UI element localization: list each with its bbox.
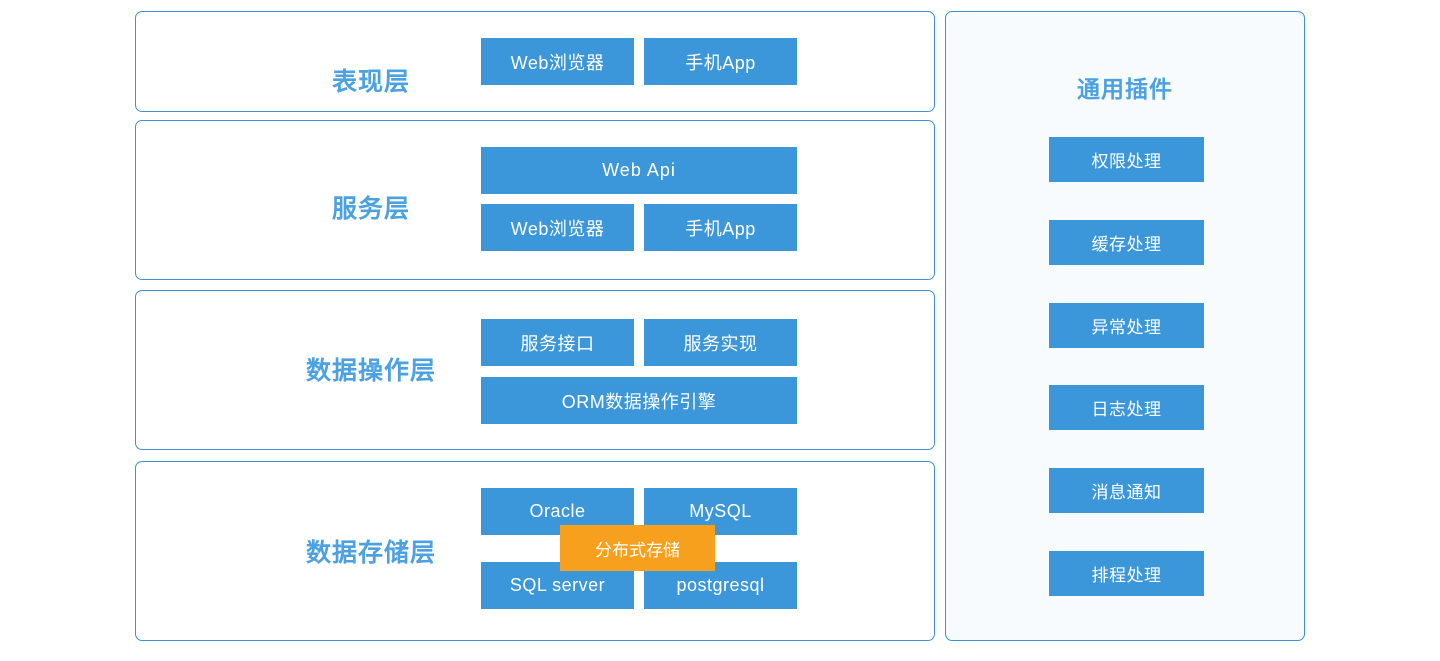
layer-label-service: 服务层 (331, 195, 410, 223)
node-orm-engine[interactable]: ORM数据操作引擎 (481, 377, 797, 424)
plugin-item-log[interactable]: 日志处理 (1049, 385, 1204, 430)
layer-panel-data-operation[interactable]: 数据操作层 服务接口 服务实现 ORM数据操作引擎 (135, 290, 935, 450)
layer-label-presentation: 表现层 (331, 68, 410, 96)
plugin-item-schedule[interactable]: 排程处理 (1049, 551, 1204, 596)
node-web-api[interactable]: Web Api (481, 147, 797, 194)
node-service-interface[interactable]: 服务接口 (481, 319, 634, 366)
node-mobile-app[interactable]: 手机App (644, 38, 797, 85)
node-web-browser[interactable]: Web浏览器 (481, 38, 634, 85)
plugin-panel[interactable]: 通用插件 权限处理 缓存处理 异常处理 日志处理 消息通知 排程处理 (945, 11, 1305, 641)
layer-label-data-operation: 数据操作层 (305, 357, 436, 385)
plugin-item-cache[interactable]: 缓存处理 (1049, 220, 1204, 265)
layer-panel-presentation[interactable]: 表现层 Web浏览器 手机App (135, 11, 935, 112)
node-service-implementation[interactable]: 服务实现 (644, 319, 797, 366)
plugin-panel-title: 通用插件 (1077, 76, 1173, 102)
layer-panel-data-storage[interactable]: 数据存储层 Oracle MySQL SQL server postgresql… (135, 461, 935, 641)
node-mobile-app[interactable]: 手机App (644, 204, 797, 251)
node-distributed-storage[interactable]: 分布式存储 (560, 525, 715, 571)
layer-label-data-storage: 数据存储层 (305, 539, 436, 567)
plugin-item-exception[interactable]: 异常处理 (1049, 303, 1204, 348)
layer-panel-service[interactable]: 服务层 Web Api Web浏览器 手机App (135, 120, 935, 280)
node-web-browser[interactable]: Web浏览器 (481, 204, 634, 251)
plugin-item-permission[interactable]: 权限处理 (1049, 137, 1204, 182)
plugin-item-notification[interactable]: 消息通知 (1049, 468, 1204, 513)
